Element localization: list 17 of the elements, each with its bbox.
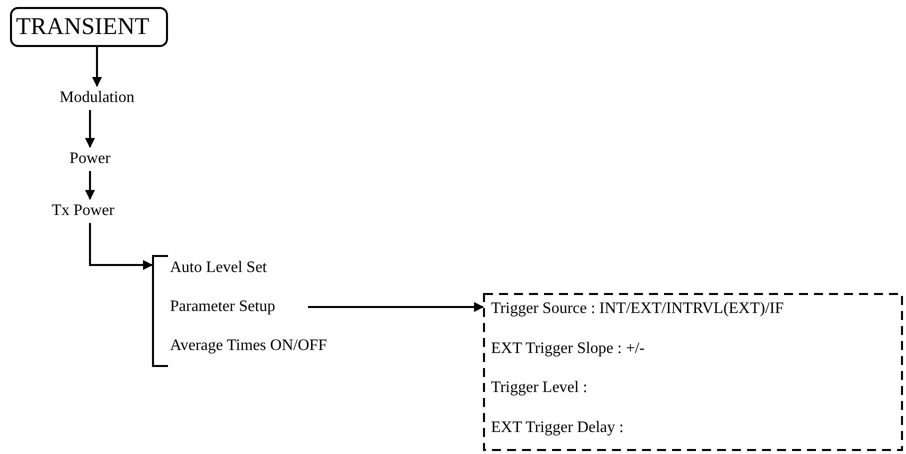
- arrow: [308, 302, 484, 312]
- arrow: [92, 47, 102, 87]
- menu-label: Auto Level Set: [170, 259, 268, 277]
- menu-label: Power: [68, 150, 112, 168]
- setting-text: Trigger Level :: [491, 379, 588, 397]
- setting-text: EXT Trigger Delay :: [491, 418, 624, 436]
- menu-label: Modulation: [58, 89, 136, 107]
- arrow: [89, 223, 153, 270]
- arrow: [85, 171, 95, 200]
- menu-label: Average Times ON/OFF: [170, 337, 328, 355]
- setting-text: Trigger Source : INT/EXT/INTRVL(EXT)/IF: [491, 300, 784, 318]
- setting-text: EXT Trigger Slope : +/-: [491, 340, 645, 358]
- menu-label: TRANSIENT: [16, 14, 150, 40]
- menu-box: [10, 7, 168, 47]
- menu-label: Parameter Setup: [170, 298, 276, 316]
- arrow: [85, 110, 95, 148]
- menu-label: Tx Power: [50, 202, 116, 220]
